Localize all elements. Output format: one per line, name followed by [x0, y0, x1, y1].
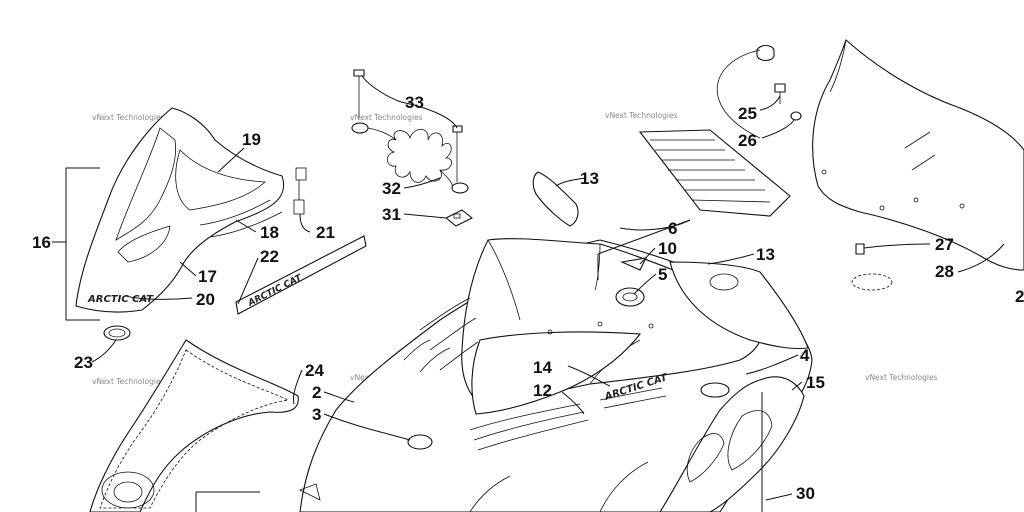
watermark: vNext Technologies — [92, 113, 165, 122]
callout-21: 21 — [316, 223, 335, 242]
decal-strip-text: ARCTIC CAT — [246, 273, 304, 309]
watermark: vNext Technologies — [605, 111, 678, 120]
callout-32: 33 — [405, 93, 424, 112]
grommet-23 — [103, 325, 131, 341]
callout-28: 28 — [935, 262, 954, 281]
callout-6: 6 — [668, 219, 677, 238]
callout-26: 26 — [738, 131, 757, 150]
watermark: vNext Technologies — [92, 377, 165, 386]
callout-22: 22 — [260, 247, 279, 266]
leader-lines — [91, 75, 1005, 512]
hood-cover: ARCTIC CAT — [75, 107, 307, 313]
callout-17: 17 — [198, 267, 217, 286]
callout-30: 31 — [382, 205, 401, 224]
callout-19: 19 — [242, 130, 261, 149]
callout-2-right: 2 — [1015, 287, 1024, 306]
callout-12: 12 — [533, 381, 552, 400]
callout-24: 24 — [305, 361, 324, 380]
bracket-16 — [52, 167, 100, 321]
callout-27: 27 — [935, 235, 954, 254]
watermark: vNext Technologies — [865, 373, 938, 382]
callout-2: 2 — [312, 383, 321, 402]
tether-cable — [351, 69, 474, 227]
callout-4: 4 — [800, 346, 810, 365]
callout-33: 30 — [796, 484, 815, 503]
callout-3: 3 — [312, 405, 321, 424]
callout-31: 32 — [382, 179, 401, 198]
callout-16: 16 — [32, 233, 51, 252]
callout-25: 25 — [738, 104, 757, 123]
decal-13-top — [532, 171, 579, 227]
windshield — [812, 39, 1024, 291]
watermark: vNext Technologies — [350, 113, 423, 122]
callout-23: 23 — [74, 353, 93, 372]
screws-25-26 — [716, 44, 802, 139]
callout-10: 10 — [658, 239, 677, 258]
callout-14: 14 — [533, 358, 552, 377]
gasket-24 — [89, 339, 299, 512]
decal-hood-text: ARCTIC CAT — [87, 294, 154, 305]
callout-18: 18 — [260, 223, 279, 242]
callout-13-top: 13 — [580, 169, 599, 188]
callout-15: 15 — [806, 373, 825, 392]
callouts: 19 18 21 16 22 17 20 23 24 2 3 33 32 31 … — [32, 93, 1024, 503]
callout-13-right: 13 — [756, 245, 775, 264]
decal-panel-6 — [638, 129, 791, 217]
hood-body: ARCTIC CAT — [299, 238, 813, 512]
decal-strip: ARCTIC CAT — [235, 235, 367, 315]
callout-5: 5 — [658, 265, 667, 284]
callout-20: 20 — [196, 290, 215, 309]
